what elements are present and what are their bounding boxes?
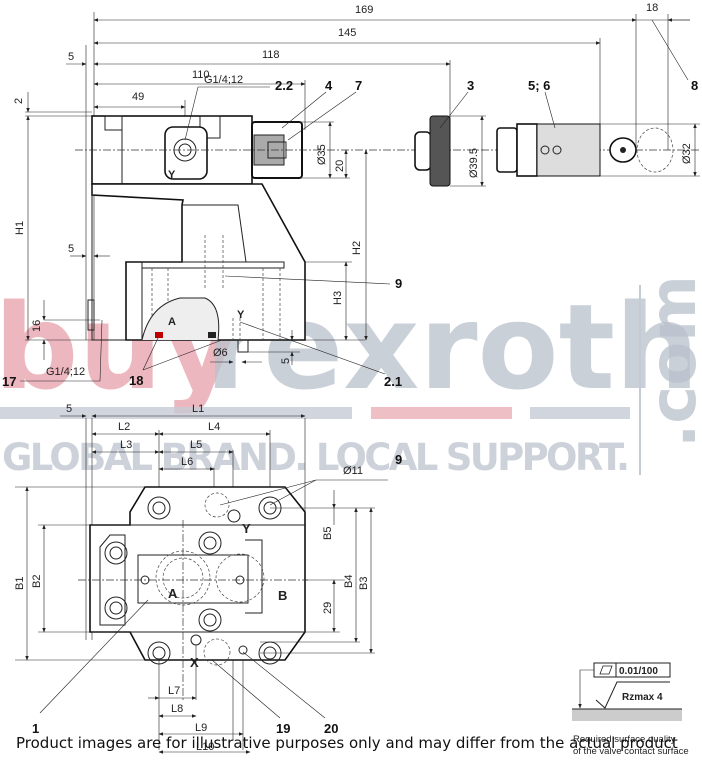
dim-h1: H1 [14,221,26,235]
dim-b2: B2 [31,575,43,588]
callout-3: 3 [467,78,474,93]
roughness-value: Rzmax 4 [622,692,663,703]
port-y-top: Y [168,169,176,181]
thread-label-bottom: G1/4;12 [46,366,85,378]
dim-5-top: 5 [68,51,74,63]
dim-d11: Ø11 [343,465,363,477]
port-y-bottom: Y [237,309,245,321]
dim-5-side: 5 [68,243,74,255]
callout-18: 18 [129,373,143,388]
dim-5-bottom-view: 5 [66,403,72,415]
bottom-view: 5 L1 L2 L4 L3 L5 L6 [14,403,402,754]
callout-5-6: 5; 6 [528,78,550,93]
port-x: X [190,655,199,670]
dim-145: 145 [338,27,356,39]
dim-l10: L10 [196,741,214,753]
surface-caption-1: Required surface quality [573,734,676,745]
dim-b3: B3 [358,577,370,590]
flatness-tolerance: 0.01/100 [619,666,658,677]
port-a-side: A [168,316,176,328]
dim-h2: H2 [351,241,363,255]
mounting-bolt-holes [104,496,282,665]
watermark-com: .com [637,275,702,448]
callout-2-1: 2.1 [384,374,402,389]
dim-b1: B1 [14,577,26,590]
dim-d39-5: Ø39.5 [468,148,480,178]
dim-d32: Ø32 [681,143,693,164]
dim-118: 118 [262,49,280,61]
callout-2-2: 2.2 [275,78,293,93]
disclaimer-footer: Product images are for illustrative purp… [16,734,678,752]
dim-l9: L9 [195,722,207,734]
callout-17: 17 [2,374,16,389]
dim-169: 169 [355,4,373,16]
dim-49: 49 [132,91,144,103]
dim-29: 29 [322,602,334,614]
dim-l2: L2 [118,421,130,433]
callout-1: 1 [32,721,39,736]
dim-16: 16 [31,320,43,332]
callout-8: 8 [691,78,698,93]
dim-b4: B4 [343,575,355,588]
callout-9-side: 9 [395,276,402,291]
dim-b5: B5 [322,527,334,540]
dim-l8: L8 [171,703,183,715]
dim-d6: Ø6 [213,347,228,359]
dim-110: 110 [192,69,210,81]
dim-20: 20 [334,160,346,172]
side-view: 169 18 145 118 5 110 49 2 H1 Y [2,2,700,389]
callout-4: 4 [325,78,333,93]
port-a: A [168,586,178,601]
watermark-slogan: GLOBAL BRAND. LOCAL SUPPORT. [2,436,630,479]
dim-l5: L5 [190,439,202,451]
dim-l1: L1 [192,403,204,415]
callout-7: 7 [355,78,362,93]
dim-5-bottom: 5 [280,358,292,364]
dim-l7: L7 [168,685,180,697]
dim-l3: L3 [120,439,132,451]
dim-l4: L4 [208,421,220,433]
dim-d35: Ø35 [316,144,328,165]
dim-h3: H3 [332,291,344,305]
dim-18: 18 [646,2,658,14]
callout-20: 20 [324,721,338,736]
surface-quality-symbol: 0.01/100 Rzmax 4 Required surface qualit… [572,662,689,757]
callout-9-bottom: 9 [395,452,402,467]
dim-2: 2 [13,98,25,104]
watermark: buy rexroth .com GLOBAL BRAND. LOCAL SUP… [0,275,702,479]
callout-19: 19 [276,721,290,736]
port-b: B [278,588,287,603]
port-y: Y [242,521,251,536]
surface-caption-2: of the valve contact surface [573,746,689,757]
thread-label-top: G1/4;12 [204,74,243,86]
dim-l6: L6 [181,456,193,468]
